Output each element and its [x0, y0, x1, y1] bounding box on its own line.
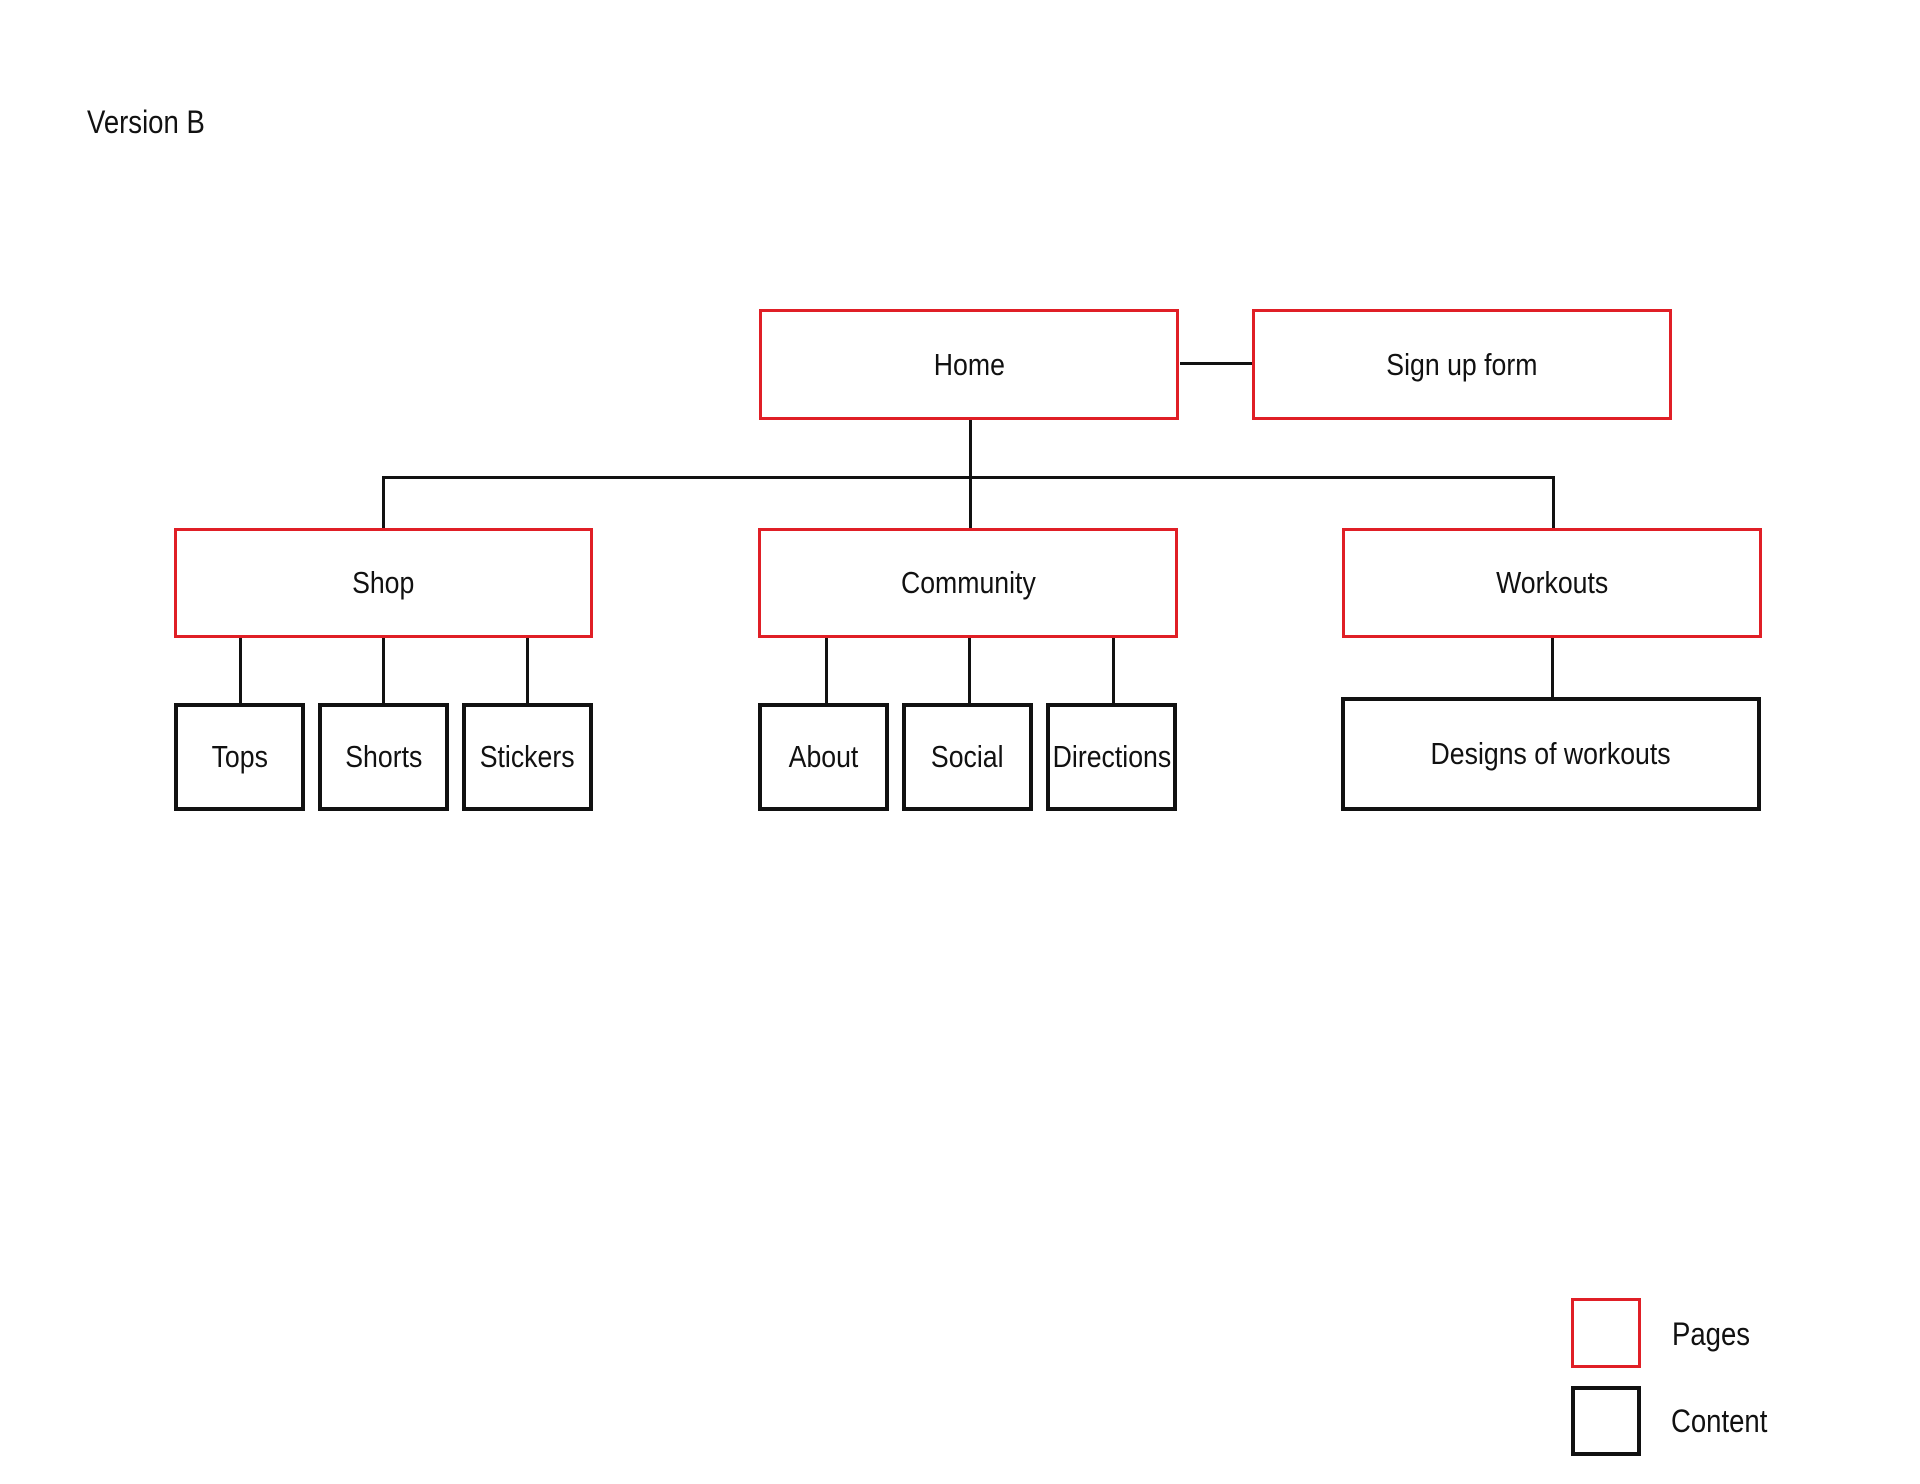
node-home-label: Home [933, 346, 1005, 382]
node-workouts-label: Workouts [1495, 565, 1609, 600]
connector-community-directions [1112, 637, 1115, 707]
connector-to-workouts [1552, 476, 1555, 528]
node-stickers-label: Stickers [480, 739, 575, 774]
node-home: Home [759, 309, 1179, 420]
connector-community-social [968, 637, 971, 707]
connector-shop-stickers [526, 637, 529, 707]
connector-workouts-designs [1551, 637, 1554, 701]
node-social: Social [902, 703, 1033, 811]
connector-level1-bar [382, 476, 1555, 479]
node-designs-of-workouts-label: Designs of workouts [1430, 736, 1672, 771]
connector-shop-shorts [382, 637, 385, 707]
node-community-label: Community [900, 565, 1036, 600]
node-tops: Tops [174, 703, 305, 811]
connector-to-shop [382, 476, 385, 528]
node-tops-label: Tops [211, 739, 268, 774]
node-about: About [758, 703, 889, 811]
diagram-title: Version B [87, 104, 205, 140]
node-directions: Directions [1046, 703, 1177, 811]
node-shop-label: Shop [352, 565, 415, 600]
connector-home-down [969, 419, 972, 528]
node-stickers: Stickers [462, 703, 593, 811]
connector-home-signup [1180, 362, 1254, 365]
legend-content-label: Content [1671, 1403, 1768, 1439]
legend-content-swatch [1571, 1386, 1641, 1456]
node-signup-form: Sign up form [1252, 309, 1672, 420]
node-community: Community [758, 528, 1178, 638]
legend-pages-swatch [1571, 1298, 1641, 1368]
node-about-label: About [788, 739, 859, 774]
node-shop: Shop [174, 528, 593, 638]
node-shorts-label: Shorts [344, 739, 423, 774]
node-social-label: Social [931, 739, 1004, 774]
legend-pages-label: Pages [1672, 1316, 1751, 1352]
node-directions-label: Directions [1052, 739, 1171, 774]
node-signup-form-label: Sign up form [1386, 346, 1538, 382]
connector-shop-tops [239, 637, 242, 707]
connector-community-about [825, 637, 828, 707]
node-designs-of-workouts: Designs of workouts [1341, 697, 1761, 811]
node-shorts: Shorts [318, 703, 449, 811]
node-workouts: Workouts [1342, 528, 1762, 638]
